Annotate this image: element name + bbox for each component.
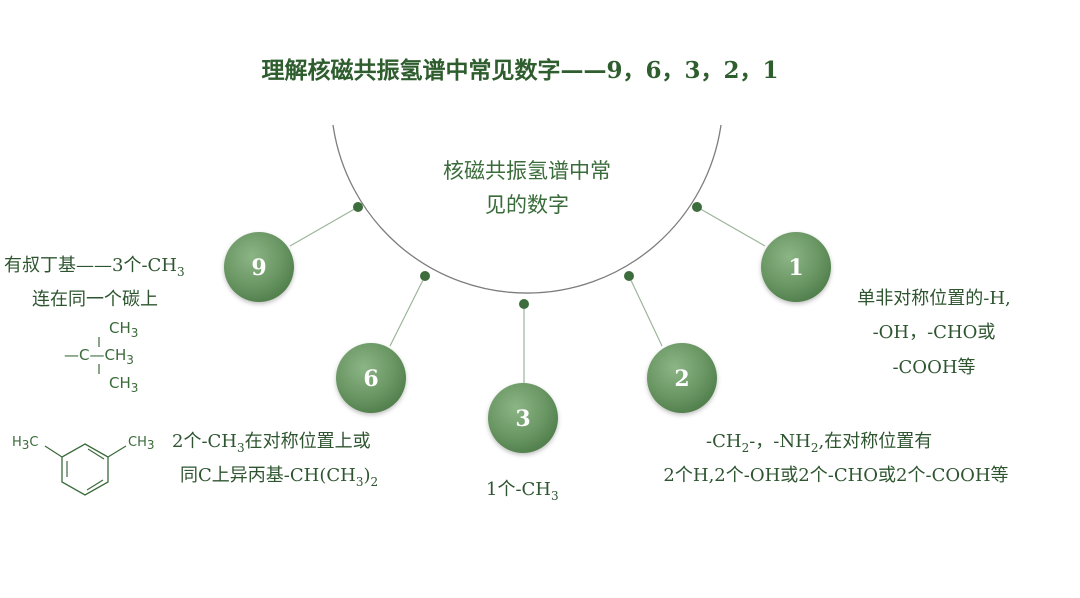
connector-9 xyxy=(289,206,359,247)
tbu-mid-text: —C—CH xyxy=(64,346,126,364)
node-1-desc-line1: 单非对称位置的-H, xyxy=(857,288,1011,309)
node-6-desc-line1-b: 在对称位置上或 xyxy=(245,431,371,452)
benzene-ring xyxy=(61,443,109,496)
benzene-double-1 xyxy=(87,448,105,460)
node-3[interactable]: 3 xyxy=(488,383,558,453)
tert-butyl-structure: CH3 —C—CH3 CH3 xyxy=(64,319,138,395)
node-2-desc-line1: -CH2-，-NH2,在对称位置有 xyxy=(706,431,932,455)
node-1-desc-line3: -COOH等 xyxy=(892,357,975,378)
semicircle-arc xyxy=(332,124,722,294)
xylene-left-c: C xyxy=(29,435,38,450)
node-6-desc-line2: 同C上异丙基-CH(CH3)2 xyxy=(180,465,378,489)
node-6-bubble[interactable] xyxy=(336,343,406,413)
node-2-desc-line1-sub2: 2 xyxy=(811,441,819,455)
node-9-desc-line2: 连在同一个碳上 xyxy=(32,289,158,310)
node-3-desc-text: 1个-CH xyxy=(486,479,551,500)
xylene-right-sub: 3 xyxy=(147,438,155,452)
tbu-bottom-sub: 3 xyxy=(131,381,139,395)
tbu-bottom-ch3: CH3 xyxy=(109,374,138,395)
node-9-number: 9 xyxy=(251,255,266,281)
tbu-top-ch: CH xyxy=(109,319,131,337)
arc-dot-9 xyxy=(353,202,363,212)
connector-2 xyxy=(628,275,663,347)
node-9[interactable]: 9 xyxy=(224,232,294,302)
tbu-top-sub: 3 xyxy=(131,326,139,340)
node-6-desc-line1: 2个-CH3在对称位置上或 xyxy=(172,431,371,455)
node-6-number: 6 xyxy=(363,366,378,392)
tbu-mid: —C—CH3 xyxy=(64,346,134,367)
page-title: 理解核磁共振氢谱中常见数字——9，6，3，2，1 xyxy=(261,57,778,84)
node-9-desc-line1-sub: 3 xyxy=(177,265,185,279)
node-2[interactable]: 2 xyxy=(647,343,717,413)
connector-6 xyxy=(389,275,426,347)
arc-dot-3 xyxy=(519,299,529,309)
node-3-desc: 1个-CH3 xyxy=(486,479,559,503)
center-title-line2: 见的数字 xyxy=(485,193,569,217)
xylene-right-ch: CH xyxy=(128,435,147,450)
node-6-desc-line1-sub: 3 xyxy=(237,441,245,455)
node-2-desc-line1-b: -，-NH xyxy=(749,431,811,452)
xylene-left-bond xyxy=(44,445,63,458)
node-9-desc-line1-text: 有叔丁基——3个-CH xyxy=(4,255,177,276)
node-2-bubble[interactable] xyxy=(647,343,717,413)
node-2-desc-line2: 2个H,2个-OH或2个-CHO或2个-COOH等 xyxy=(663,465,1008,486)
arc-dot-1 xyxy=(692,202,702,212)
tbu-mid-sub: 3 xyxy=(126,353,134,367)
xylene-right-methyl: CH3 xyxy=(128,435,155,452)
node-3-bubble[interactable] xyxy=(488,383,558,453)
node-6-desc-line2-sub: 3 xyxy=(356,475,364,489)
node-6[interactable]: 6 xyxy=(336,343,406,413)
node-1[interactable]: 1 xyxy=(761,232,831,302)
tbu-top-ch3: CH3 xyxy=(109,319,138,340)
benzene-double-2 xyxy=(86,479,104,491)
xylene-left-sub: 3 xyxy=(22,438,30,452)
connector-1 xyxy=(696,206,766,247)
node-1-desc-line2: -OH，-CHO或 xyxy=(873,322,996,343)
node-2-desc-line1-sub: 2 xyxy=(742,441,750,455)
xylene-left-methyl: H3C xyxy=(12,435,39,452)
node-2-number: 2 xyxy=(674,366,689,392)
connectors xyxy=(289,206,766,384)
node-6-desc-line1-a: 2个-CH xyxy=(172,431,237,452)
arc-dot-6 xyxy=(420,271,430,281)
m-xylene-structure: H3C CH3 xyxy=(12,435,155,496)
node-2-desc-line1-a: -CH xyxy=(706,431,742,452)
node-6-desc-line2-sub2: 2 xyxy=(371,475,379,489)
arc-dot-2 xyxy=(624,271,634,281)
node-6-desc-line2-a: 同C上异丙基-CH(CH xyxy=(180,465,356,486)
node-3-number: 3 xyxy=(515,406,530,432)
node-9-bubble[interactable] xyxy=(224,232,294,302)
node-6-desc-line2-b: ) xyxy=(363,465,370,486)
node-3-desc-sub: 3 xyxy=(551,489,559,503)
tbu-bottom-ch: CH xyxy=(109,374,131,392)
arc-dots xyxy=(353,202,702,309)
xylene-right-bond xyxy=(107,445,127,458)
node-9-desc-line1: 有叔丁基——3个-CH3 xyxy=(4,255,185,279)
node-2-desc-line1-c: ,在对称位置有 xyxy=(818,431,932,452)
node-1-bubble[interactable] xyxy=(761,232,831,302)
node-1-number: 1 xyxy=(788,255,803,281)
center-title-line1: 核磁共振氢谱中常 xyxy=(443,159,611,183)
xylene-left-h: H xyxy=(12,435,22,450)
